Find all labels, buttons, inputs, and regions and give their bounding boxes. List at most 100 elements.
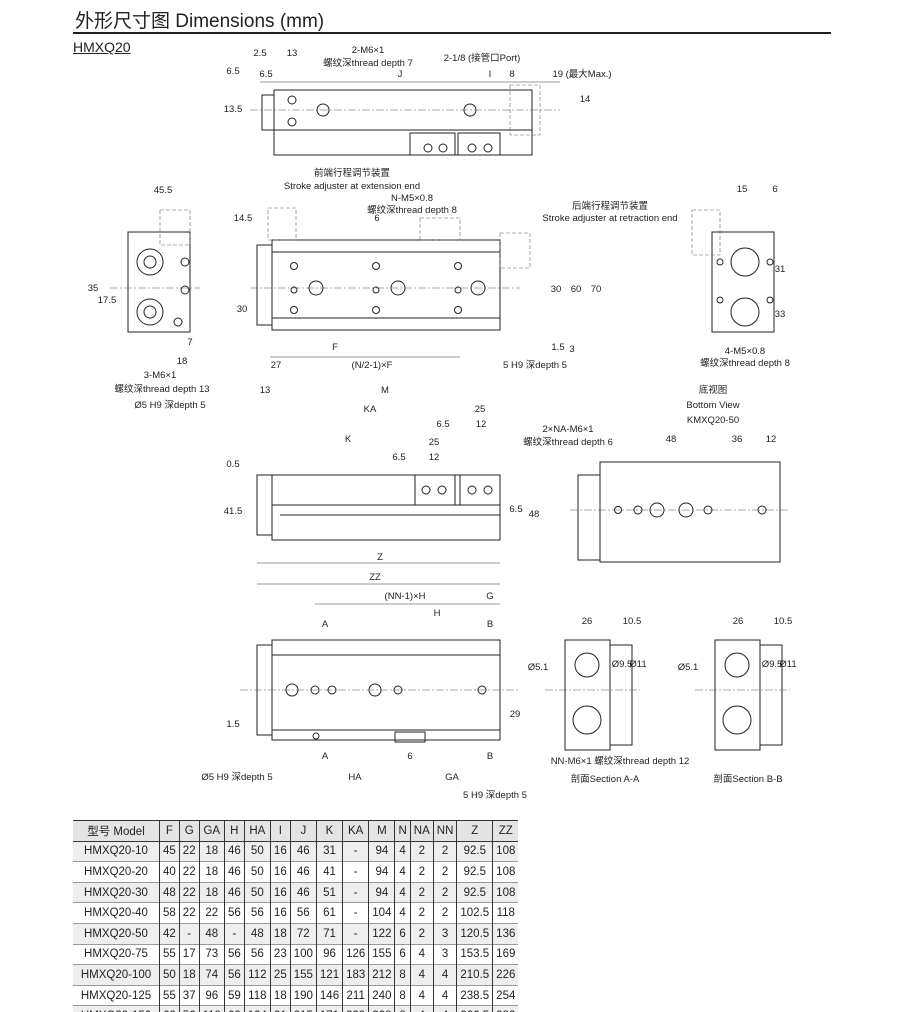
value-cell: - <box>342 923 370 945</box>
value-cell: 118 <box>243 985 271 1006</box>
value-cell: 22 <box>178 861 200 883</box>
value-cell: 16 <box>269 861 291 883</box>
value-cell: 50 <box>243 882 271 903</box>
column-header: ZZ <box>492 820 519 842</box>
dim-label: 前端行程调节装置 <box>314 167 390 179</box>
dim-label: 螺纹深thread depth 7 <box>323 57 413 69</box>
dim-label: 60 <box>571 284 582 295</box>
value-cell: 51 <box>315 882 344 903</box>
dim-label: KA <box>364 404 377 415</box>
value-cell: 42 <box>159 923 180 945</box>
value-cell: 94 <box>368 882 396 903</box>
value-cell: 46 <box>223 861 245 883</box>
value-cell: 6 <box>394 944 411 965</box>
value-cell: 4 <box>432 964 458 986</box>
column-header: I <box>269 820 291 842</box>
value-cell: 2 <box>432 882 458 903</box>
dim-label: Stroke adjuster at retraction end <box>542 213 677 224</box>
dim-label: 6.5 <box>226 66 239 77</box>
value-cell: 108 <box>492 861 519 883</box>
value-cell: 62 <box>159 1005 180 1012</box>
value-cell: 108 <box>492 882 519 903</box>
value-cell: 2 <box>432 861 458 883</box>
dim-label: M <box>381 385 389 396</box>
bottom-side-view <box>240 603 520 743</box>
value-cell: 4 <box>394 861 411 883</box>
top-table-view <box>256 474 501 585</box>
dim-label: 26 <box>733 616 744 627</box>
value-cell: 4 <box>409 964 434 986</box>
dim-label: 螺纹深thread depth 8 <box>700 357 790 369</box>
value-cell: 21 <box>269 1005 291 1012</box>
column-header: K <box>315 820 344 842</box>
dim-label: 3-M6×1 <box>144 370 176 381</box>
dim-label: K <box>345 434 352 445</box>
value-cell: 18 <box>269 923 291 945</box>
value-cell: 25 <box>269 964 291 986</box>
column-header: GA <box>198 820 225 842</box>
dim-label: 31 <box>775 264 786 275</box>
value-cell: 2 <box>409 861 434 883</box>
dim-label: Bottom View <box>686 400 739 411</box>
dim-label: Ø11 <box>629 659 646 670</box>
value-cell: - <box>178 923 200 945</box>
dim-label: GA <box>445 772 459 783</box>
value-cell: 3 <box>432 944 458 965</box>
dim-label: 19 (最大Max.) <box>552 68 611 80</box>
value-cell: 92.5 <box>456 882 494 903</box>
page-title: 外形尺寸图 Dimensions (mm) <box>75 11 325 32</box>
dim-label: A <box>322 619 329 630</box>
dim-label: N-M5×0.8 <box>391 193 433 204</box>
value-cell: 55 <box>159 944 180 965</box>
dim-label: H <box>434 608 441 619</box>
dim-label: Ø9.5 <box>762 659 783 670</box>
model-label: HMXQ20 <box>73 39 131 55</box>
value-cell: 46 <box>223 841 245 862</box>
value-cell: 155 <box>368 944 396 965</box>
value-cell: 212 <box>368 964 396 986</box>
value-cell: 8 <box>394 964 411 986</box>
value-cell: 118 <box>492 902 519 924</box>
value-cell: 120.5 <box>456 923 494 945</box>
value-cell: 171 <box>315 1005 344 1012</box>
model-cell: HMXQ20-40 <box>73 902 160 924</box>
dim-label: 12 <box>476 419 487 430</box>
dim-label: Ø11 <box>779 659 796 670</box>
column-header: 型号 Model <box>73 820 160 842</box>
value-cell: 50 <box>243 861 271 883</box>
column-header: HA <box>243 820 271 842</box>
value-cell: 59 <box>223 985 245 1006</box>
value-cell: 8 <box>394 985 411 1006</box>
value-cell: 18 <box>269 985 291 1006</box>
value-cell: 45 <box>159 841 180 862</box>
column-header: J <box>289 820 317 842</box>
dim-label: 底视图 <box>699 384 728 396</box>
column-header: G <box>178 820 200 842</box>
value-cell: 183 <box>342 964 370 986</box>
dim-label: ZZ <box>369 572 381 583</box>
value-cell: 4 <box>409 985 434 1006</box>
model-cell: HMXQ20-150 <box>73 1005 160 1012</box>
column-header: F <box>159 820 180 842</box>
dim-label: 12 <box>766 434 777 445</box>
value-cell: 46 <box>289 882 317 903</box>
value-cell: 4 <box>432 1005 458 1012</box>
dim-label: 29 <box>510 709 521 720</box>
dim-label: Ø5.1 <box>528 662 549 673</box>
value-cell: 16 <box>269 841 291 862</box>
dim-label: 后端行程调节装置 <box>572 200 648 212</box>
dim-label: 5 H9 深depth 5 <box>503 360 567 371</box>
value-cell: 215 <box>289 1005 317 1012</box>
value-cell: 92.5 <box>456 861 494 883</box>
dim-label: 3 <box>569 344 574 355</box>
title-divider <box>73 32 831 34</box>
dim-label: 30 <box>551 284 562 295</box>
dim-label: HA <box>348 772 362 783</box>
value-cell: 23 <box>269 944 291 965</box>
dim-label: 15 <box>737 184 748 195</box>
dim-label: 13 <box>260 385 271 396</box>
